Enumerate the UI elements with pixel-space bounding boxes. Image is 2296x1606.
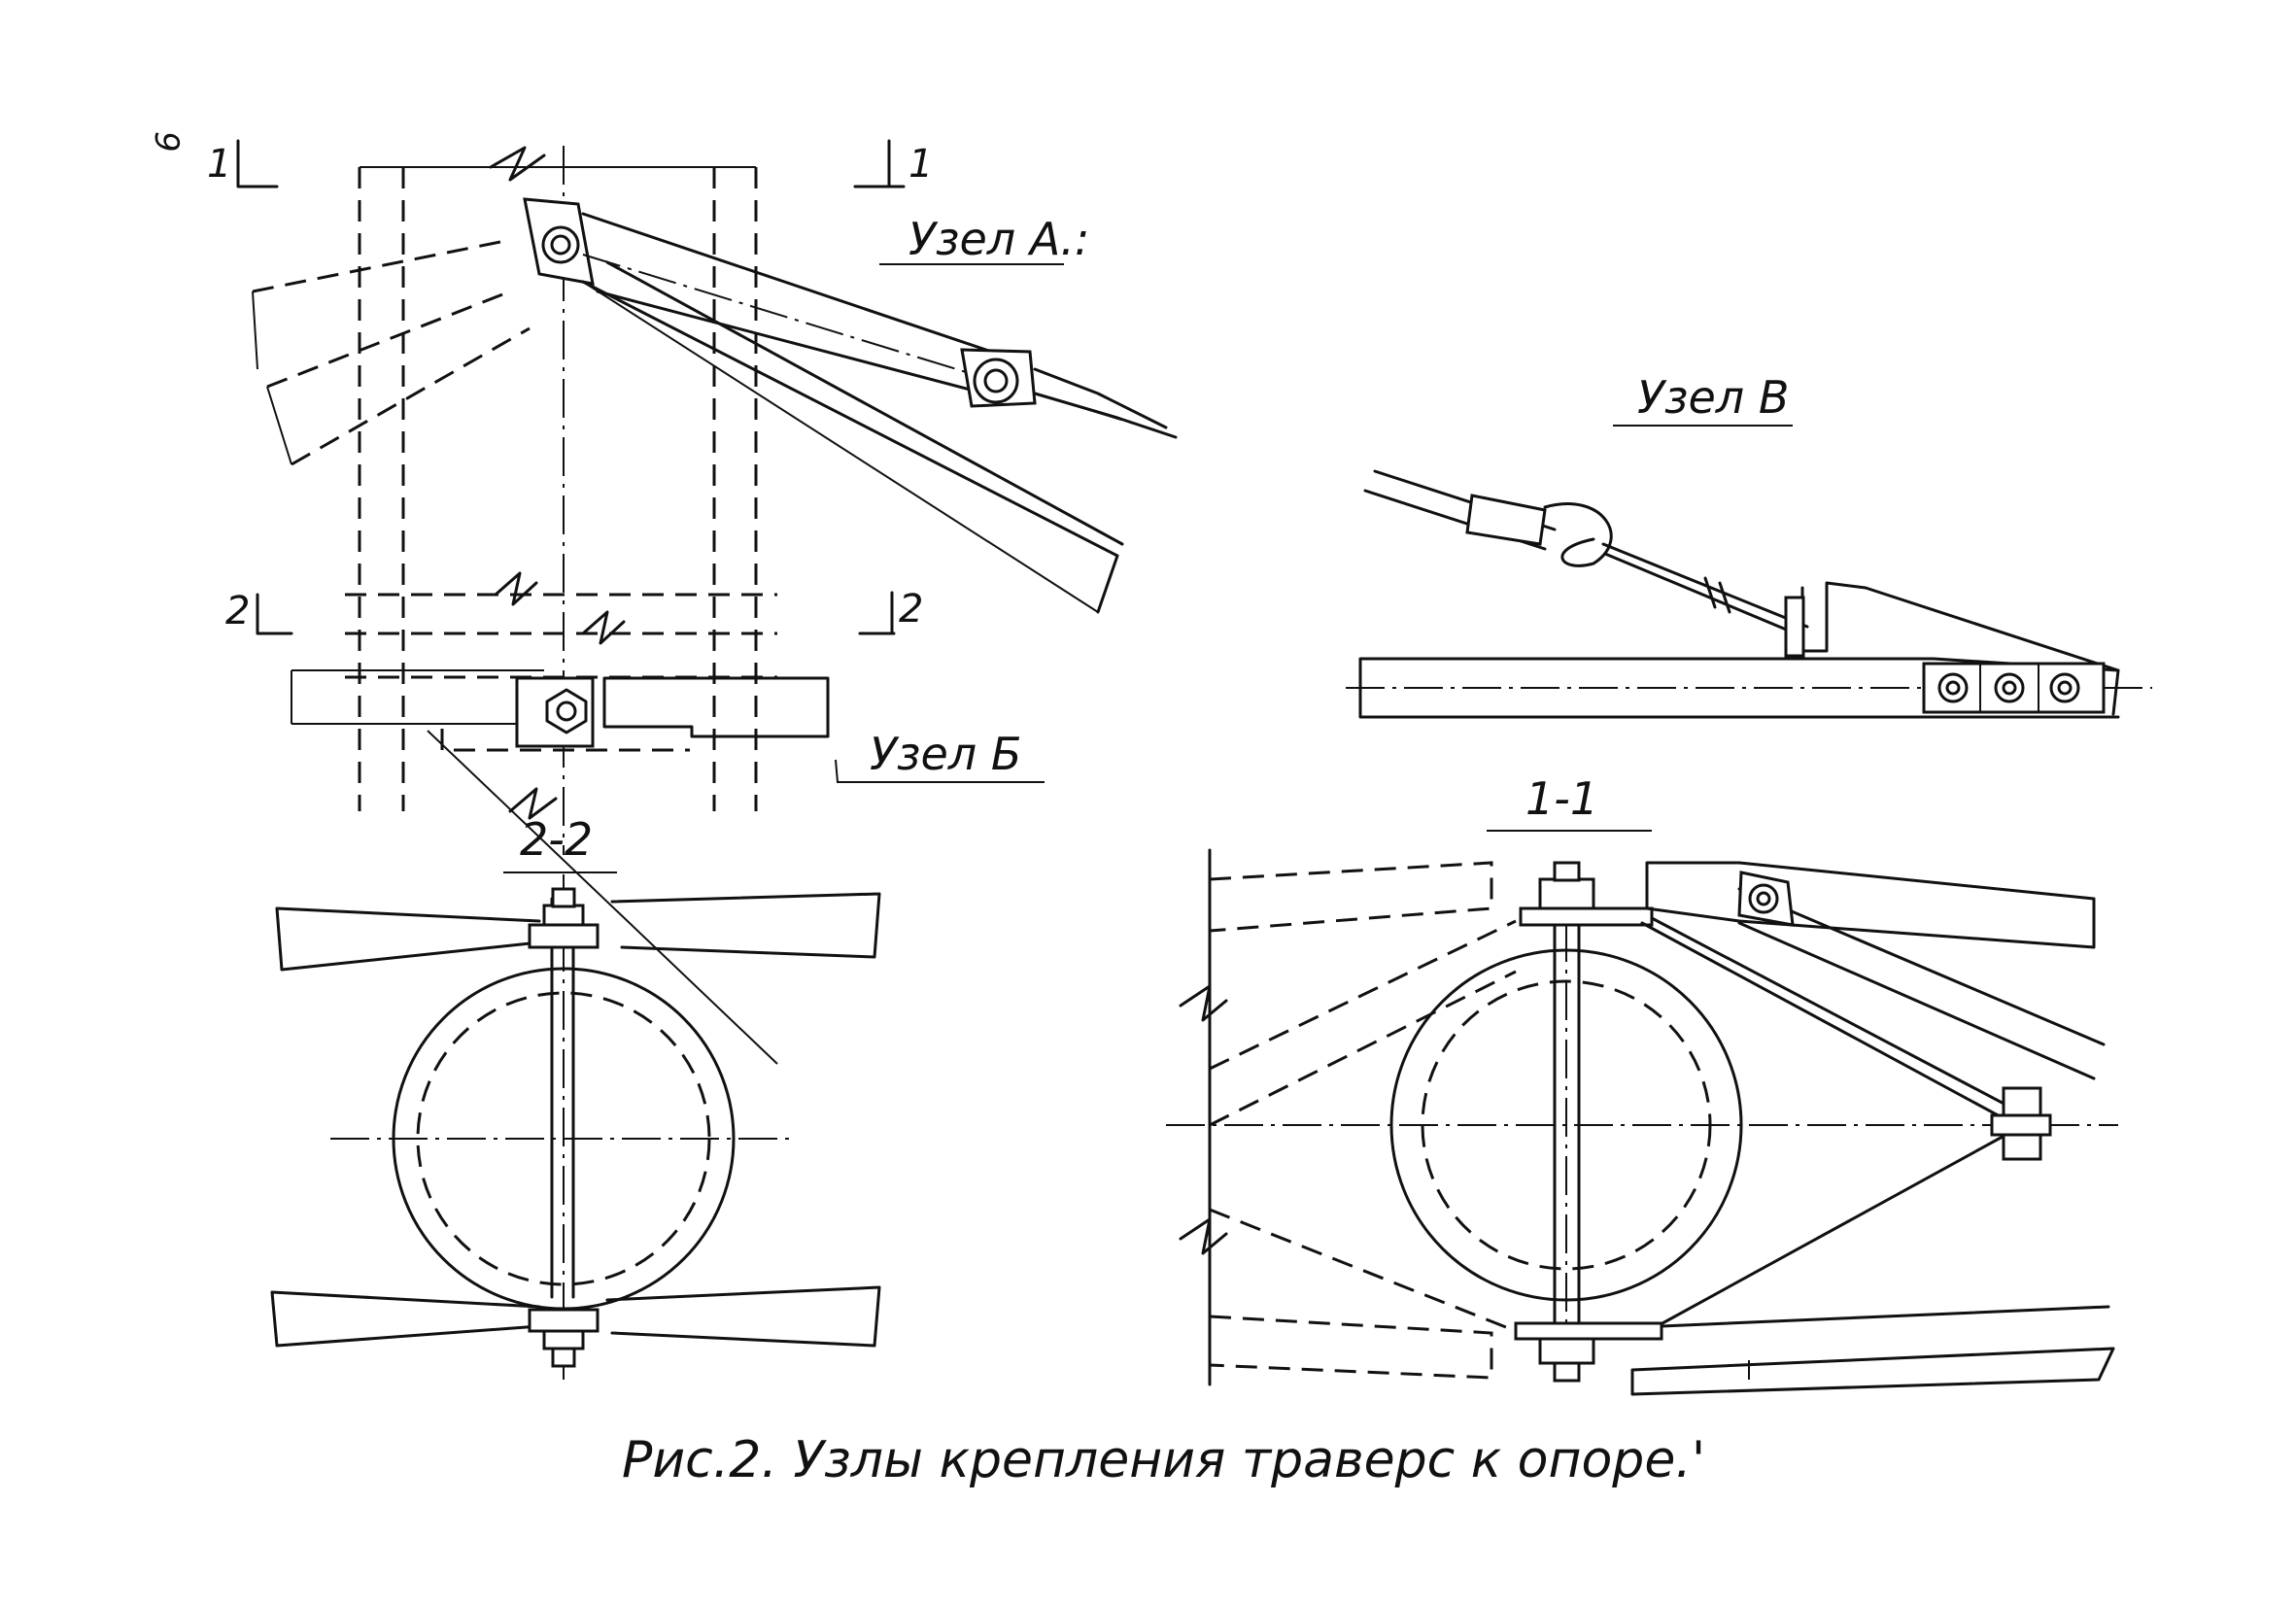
node-v-view: Узел В [1346,371,2152,719]
bolt-row [1937,672,2080,703]
node-a-label: Узел А.: [908,213,1089,265]
node-b-label: Узел Б [870,728,1021,780]
node-v-label: Узел В [1637,371,1789,424]
section-mark-1-left: 1 [207,142,231,187]
figure-caption: Рис.2. Узлы крепления траверс к опоре.' [622,1431,1705,1489]
section-mark-2-left: 2 [225,589,250,633]
section-2-2-label: 2-2 [520,813,593,866]
section-mark-2-right: 2 [899,587,923,632]
page-number: 9 [147,131,186,153]
node-a-view: 1 1 Узел А.: [207,139,1178,855]
section-1-1-label: 1-1 [1525,772,1598,825]
node-b-view: 2 2 Узел Б [225,587,1045,1065]
section-1-1-view: 1-1 [1166,772,2118,1396]
section-mark-1-right: 1 [908,142,933,187]
section-2-2-view: 2-2 [270,813,881,1380]
